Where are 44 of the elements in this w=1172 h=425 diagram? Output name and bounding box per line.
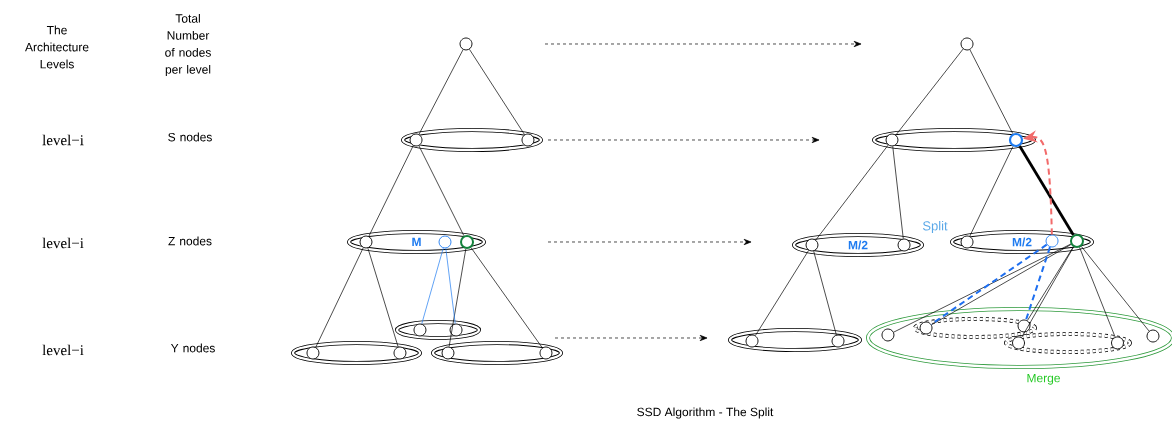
tree-edge: [367, 247, 399, 348]
tree-edge: [1081, 246, 1150, 332]
level-label: level−i: [42, 344, 84, 356]
column-heading: Total Number of nodes per level: [165, 13, 211, 77]
tree-edge: [448, 248, 467, 347]
tree-edge: [445, 248, 456, 324]
tree-edge: [895, 48, 964, 136]
tree-edge: [893, 243, 1072, 333]
tree-edge: [470, 247, 543, 349]
node-count-label: Z nodes: [168, 236, 212, 246]
node-count-label: S nodes: [168, 132, 212, 142]
tree-edge: [1018, 145, 1075, 236]
tree-edge: [421, 247, 444, 325]
split-label: Split: [922, 220, 948, 234]
group-ellipse: [395, 320, 481, 340]
tree-edge: [1025, 246, 1051, 321]
tree-edge: [931, 244, 1072, 326]
tree-edge: [1021, 246, 1074, 338]
dashed-ellipse: [913, 317, 1037, 339]
tree-edge: [815, 144, 889, 241]
group-ellipse: [401, 128, 543, 152]
group-ellipse: [728, 328, 862, 352]
column-heading: The Architecture Levels: [25, 25, 89, 69]
level-label: level−i: [42, 237, 84, 249]
level-label: level−i: [42, 134, 84, 146]
tree-edge: [1079, 247, 1116, 338]
group-ellipse: [431, 341, 563, 365]
tree-edge: [418, 145, 465, 237]
tree-edge: [755, 250, 809, 336]
tree-edge: [892, 146, 904, 239]
group-ellipse: [291, 341, 422, 365]
tree-edge: [469, 49, 525, 135]
caption: SSD Algorithm - The Split: [637, 407, 774, 419]
tree-edge: [315, 247, 364, 348]
tree-edge: [969, 49, 1014, 134]
tree-edge: [418, 49, 464, 135]
node-label: Merge: [1027, 373, 1060, 385]
node-count-label: Y nodes: [170, 343, 215, 353]
dashed-ellipse: [1004, 332, 1132, 354]
tree-edge: [969, 146, 1014, 237]
group-ellipse: [872, 128, 1036, 152]
tree-edge: [368, 145, 414, 237]
tree-edge: [930, 243, 1048, 326]
tree-edge: [813, 250, 837, 336]
